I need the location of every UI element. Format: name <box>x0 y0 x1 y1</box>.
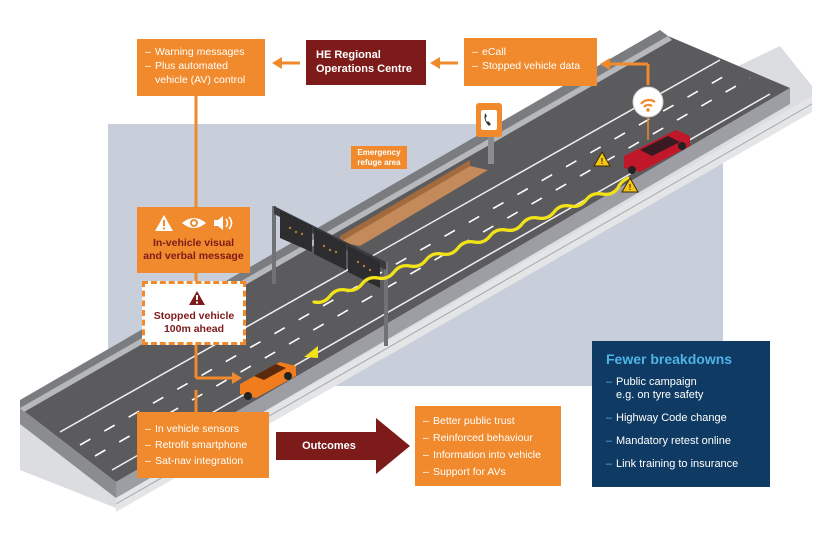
message-icon-row <box>154 215 232 231</box>
outcomes-item: Information into vehicle <box>423 447 553 464</box>
he-regional-centre-box: HE Regional Operations Centre <box>306 40 426 85</box>
refuge-line1: Emergency <box>357 148 401 157</box>
panel-item-line2: e.g. on tyre safety <box>616 389 704 401</box>
warning-messages-box: Warning messages Plus automated vehicle … <box>137 39 265 96</box>
wifi-signal-icon <box>632 86 664 140</box>
outcomes-arrow <box>276 418 410 474</box>
flow-arrows <box>194 61 650 412</box>
panel-item: Highway Code change <box>606 412 756 425</box>
ecall-item: Stopped vehicle data <box>472 59 589 73</box>
in-vehicle-message-box: In-vehicle visual and verbal message <box>137 207 250 273</box>
in-vehicle-line1: In-vehicle visual <box>152 237 235 249</box>
signal-wave <box>312 176 630 304</box>
emergency-refuge-label: Emergency refuge area <box>351 146 407 169</box>
sensors-item: Retrofit smartphone <box>145 437 261 453</box>
panel-item-line1: Mandatory retest online <box>616 435 731 447</box>
sensors-box: In vehicle sensors Retrofit smartphone S… <box>137 412 269 478</box>
panel-item-line1: Public campaign <box>616 376 697 388</box>
panel-item: Link training to insurance <box>606 458 756 471</box>
panel-item-line1: Highway Code change <box>616 412 727 424</box>
ecall-box: eCall Stopped vehicle data <box>464 38 597 86</box>
stopped-vehicle-alert-box: Stopped vehicle 100m ahead <box>142 281 246 345</box>
outcomes-label: Outcomes <box>302 440 356 452</box>
wave-arrowhead <box>304 346 318 358</box>
message-icons <box>137 213 250 237</box>
outcomes-item: Better public trust <box>423 413 553 430</box>
panel-item-line1: Link training to insurance <box>616 458 739 470</box>
warning-item: Warning messages <box>145 45 257 59</box>
emergency-refuge-area <box>340 160 488 246</box>
sensors-item: Sat-nav integration <box>145 453 261 469</box>
fewer-breakdowns-panel: Fewer breakdowns Public campaign e.g. on… <box>592 341 770 487</box>
svg-text:!: ! <box>629 183 632 192</box>
svg-text:!: ! <box>601 157 604 166</box>
he-centre-line2: Operations Centre <box>316 63 412 75</box>
panel-title: Fewer breakdowns <box>606 351 733 367</box>
ecall-item: eCall <box>472 45 589 59</box>
emergency-phone-icon <box>476 103 502 164</box>
flow-arrowheads <box>232 57 610 384</box>
warning-item: Plus automated vehicle (AV) control <box>145 59 257 87</box>
panel-item: Mandatory retest online <box>606 435 756 448</box>
sensors-item: In vehicle sensors <box>145 421 261 437</box>
eye-icon <box>181 218 206 228</box>
stopped-red-car <box>624 130 690 174</box>
refuge-line2: refuge area <box>357 158 401 167</box>
panel-item: Public campaign e.g. on tyre safety <box>606 376 756 402</box>
outcomes-item: Reinforced behaviour <box>423 430 553 447</box>
speaker-icon <box>213 216 232 230</box>
stopped-line2: 100m ahead <box>163 323 225 335</box>
outcomes-box: Better public trust Reinforced behaviour… <box>415 406 561 486</box>
warning-triangle-icon <box>154 215 173 231</box>
in-vehicle-line2: and verbal message <box>143 250 244 262</box>
outcomes-item: Support for AVs <box>423 464 553 481</box>
warning-triangle-icon: ! <box>621 176 639 193</box>
warning-triangle-icon: ! <box>593 150 611 167</box>
orange-car <box>240 362 296 400</box>
stopped-line1: Stopped vehicle <box>153 310 235 322</box>
he-centre-line1: HE Regional <box>316 49 381 61</box>
warning-triangle-icon <box>189 291 205 305</box>
